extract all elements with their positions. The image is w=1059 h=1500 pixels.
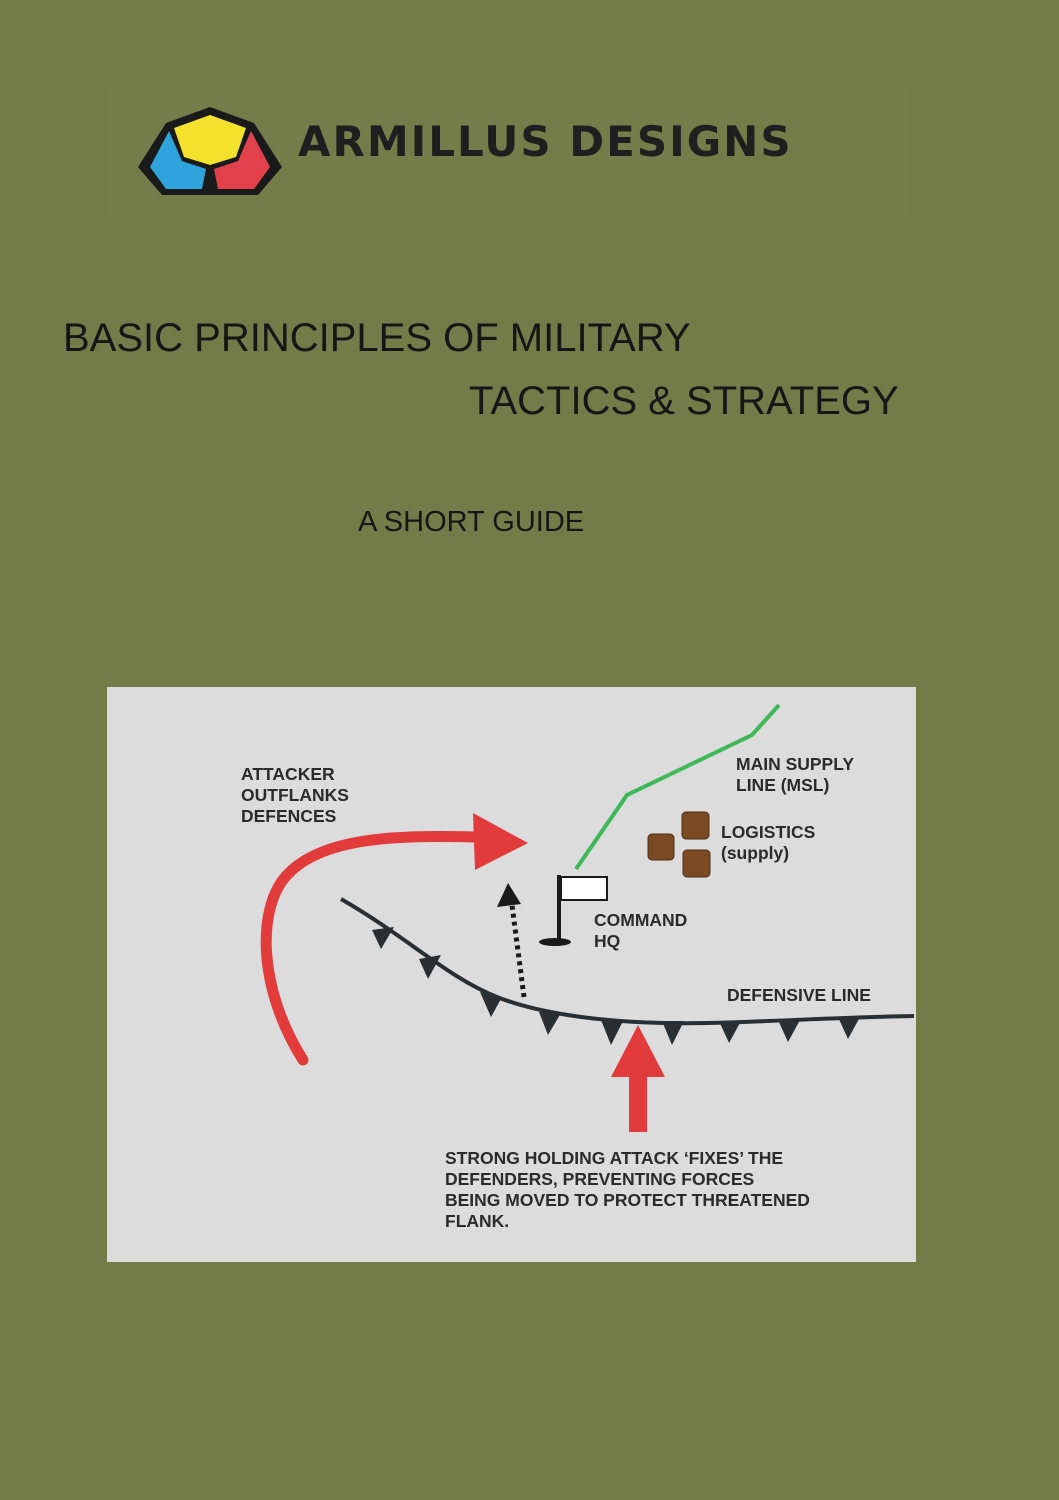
diagram-canvas xyxy=(260,703,915,1132)
defensive-teeth xyxy=(372,927,860,1045)
subtitle: A SHORT GUIDE xyxy=(358,506,585,538)
red-holding-arrow-icon xyxy=(611,1025,665,1132)
label-defensive-line: DEFENSIVE LINE xyxy=(727,985,871,1005)
brand-name: ARMILLUS DESIGNS xyxy=(298,117,793,166)
flag-icon xyxy=(539,875,608,946)
label-command-hq: COMMAND HQ xyxy=(594,910,688,951)
supply-line-icon xyxy=(574,703,781,871)
red-flank-arrow-icon xyxy=(260,813,528,1066)
label-logistics: LOGISTICS (supply) xyxy=(721,822,816,863)
label-main-supply-line: MAIN SUPPLY LINE (MSL) xyxy=(736,754,854,795)
label-attacker: ATTACKER OUTFLANKS DEFENCES xyxy=(241,764,349,826)
logo-band: ARMILLUS DESIGNS xyxy=(106,83,906,217)
defensive-line-icon xyxy=(340,897,915,1026)
tactics-diagram: ATTACKER OUTFLANKS DEFENCES MAIN SUPPLY … xyxy=(107,687,916,1262)
title-line-1: BASIC PRINCIPLES OF MILITARY xyxy=(63,316,691,360)
barrels-icon xyxy=(647,811,711,878)
title-line-2: TACTICS & STRATEGY xyxy=(469,379,899,423)
dotted-arrow-icon xyxy=(497,883,527,998)
label-holding-attack: STRONG HOLDING ATTACK ‘FIXES’ THE DEFEND… xyxy=(445,1148,810,1231)
armillus-logo-icon xyxy=(138,107,282,195)
